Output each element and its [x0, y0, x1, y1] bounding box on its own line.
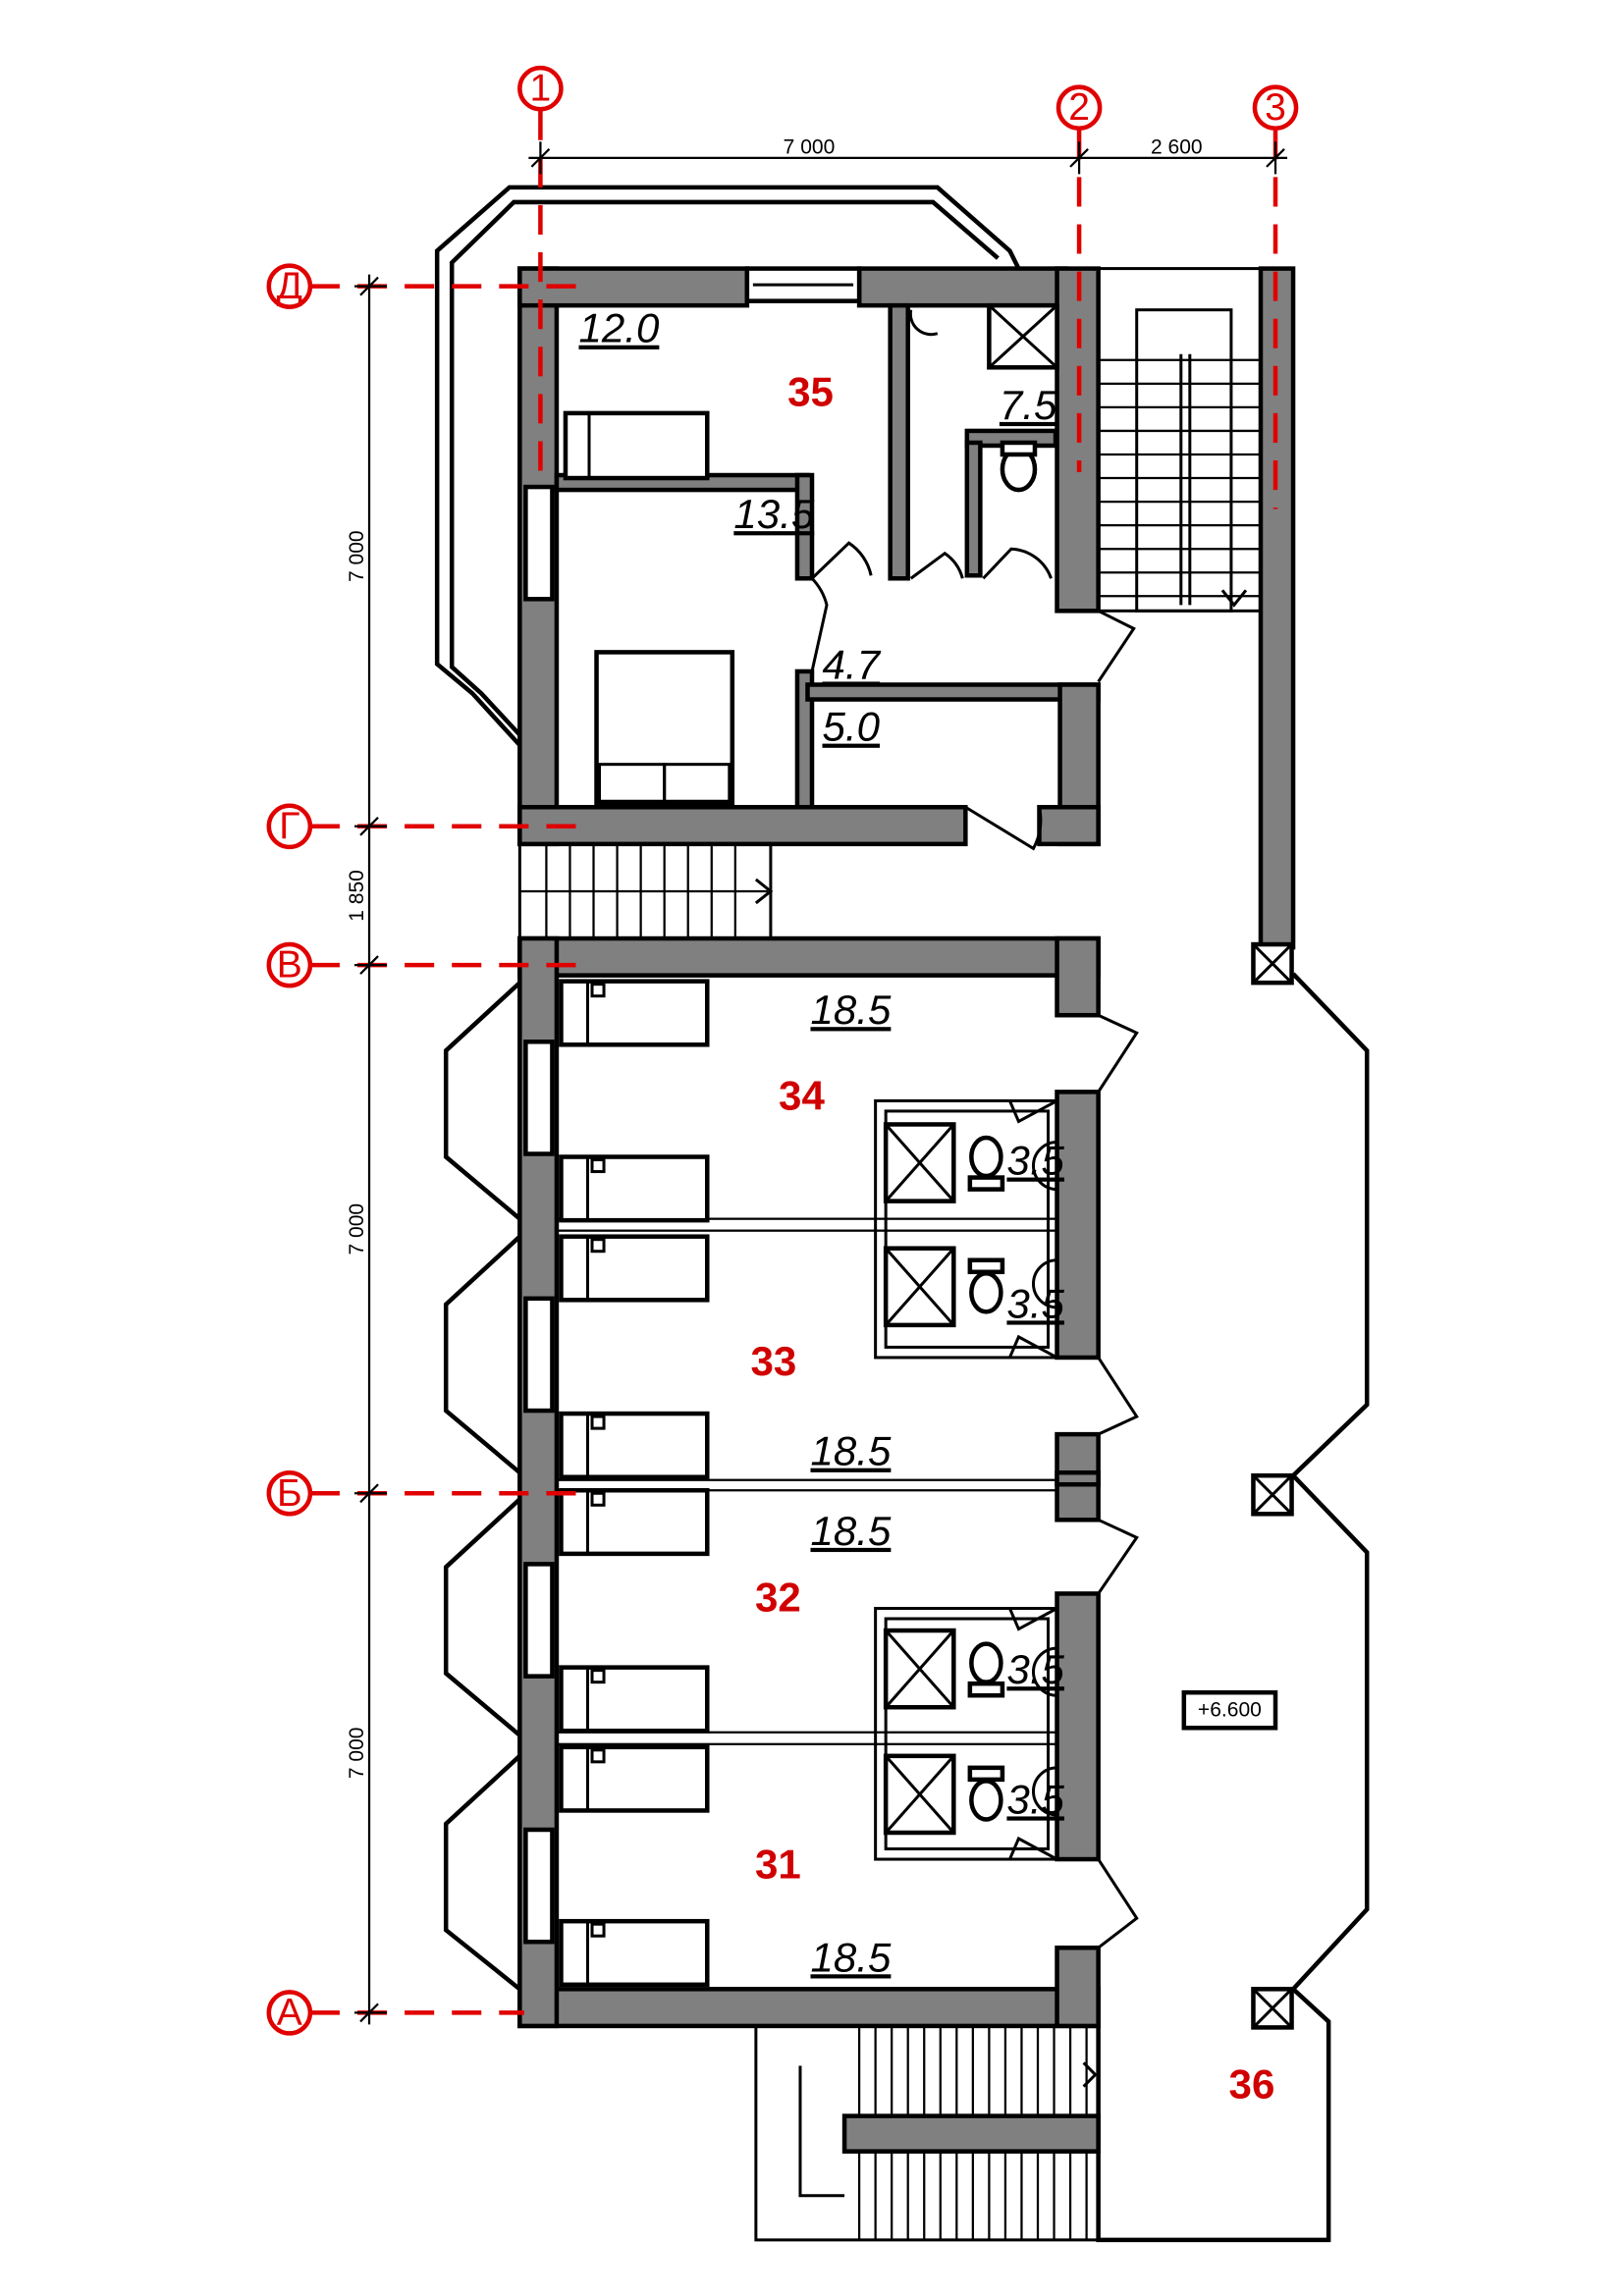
- staircases: [517, 267, 1263, 2242]
- area-label: 4.7: [823, 641, 882, 687]
- axis-label: 3: [1265, 86, 1286, 129]
- room-number: 33: [751, 1338, 797, 1384]
- area-label: 18.5: [810, 1508, 891, 1554]
- dim-1-2: 7 000: [784, 135, 836, 158]
- axis-bubble-b: Б: [266, 1469, 313, 1517]
- furniture: [559, 302, 1278, 1988]
- room-number: 35: [787, 368, 834, 414]
- area-label: 3.5: [1006, 1776, 1064, 1822]
- dim-v-b: 7 000: [346, 1203, 368, 1255]
- axis-bubble-d: Д: [266, 263, 313, 309]
- doors: [810, 541, 1139, 1949]
- axis-bubble-v: В: [266, 941, 313, 988]
- axis-label: Б: [277, 1472, 302, 1515]
- area-label: 13.5: [733, 491, 814, 537]
- dim-d-g: 7 000: [346, 530, 368, 582]
- area-label: 18.5: [810, 1428, 891, 1474]
- axis-label: В: [277, 944, 302, 987]
- area-label: 3.5: [1006, 1138, 1064, 1184]
- elevation-mark: +6.600: [1198, 1699, 1262, 1722]
- axis-bubble-g: Г: [266, 803, 313, 850]
- axis-label: А: [277, 1992, 302, 2034]
- axis-bubble-3: 3: [1252, 84, 1299, 132]
- area-label: 18.5: [810, 987, 891, 1033]
- room-number: 36: [1229, 2061, 1275, 2108]
- dimension-lines: 7 000 2 600 7 000 1 850 7 000 7 000: [346, 135, 1288, 2025]
- area-label: 3.5: [1006, 1280, 1064, 1326]
- room-number: 31: [755, 1842, 801, 1888]
- room-numbers: 35 34 33 32 31 36: [751, 368, 1275, 2107]
- axis-bubble-a: А: [266, 1990, 313, 2036]
- dim-2-3: 2 600: [1151, 135, 1203, 158]
- dim-g-v: 1 850: [346, 870, 368, 922]
- axis-bubble-2: 2: [1056, 84, 1103, 132]
- axis-bubble-1: 1: [517, 65, 564, 112]
- axis-grid: 1 2 3 Д Г В Б А: [266, 65, 1299, 2036]
- room-number: 34: [779, 1072, 825, 1118]
- area-label: 12.0: [578, 305, 659, 351]
- area-label: 5.0: [823, 704, 881, 750]
- room-number: 32: [755, 1575, 801, 1621]
- axis-label: 2: [1068, 86, 1090, 129]
- axis-label: Г: [279, 805, 299, 847]
- area-label: 3.5: [1006, 1646, 1064, 1692]
- axis-label: 1: [530, 68, 552, 110]
- area-label: 18.5: [810, 1934, 891, 1980]
- dim-b-a: 7 000: [346, 1727, 368, 1779]
- area-label: 7.5: [1000, 382, 1057, 428]
- axis-label: Д: [277, 265, 302, 307]
- bay-outlines: [434, 185, 1370, 2243]
- room-areas: 12.0 7.5 13.5 4.7 5.0 18.5 3.5 3.5 18.5 …: [578, 305, 1064, 1981]
